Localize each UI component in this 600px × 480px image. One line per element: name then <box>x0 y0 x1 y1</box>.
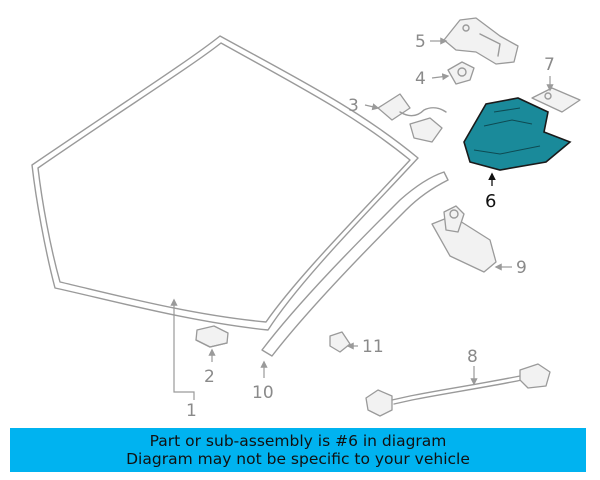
mirror-part <box>431 205 497 273</box>
callout-2: 2 <box>204 348 216 387</box>
callout-4-label: 4 <box>415 69 426 89</box>
callout-3-label: 3 <box>348 96 359 116</box>
callout-2-label: 2 <box>204 367 215 387</box>
callout-8: 8 <box>467 347 478 386</box>
parts-diagram: 1 2 3 4 5 7 <box>31 17 581 421</box>
callout-9-label: 9 <box>516 258 527 278</box>
callout-8-label: 8 <box>467 347 478 367</box>
camera-housing-part <box>463 97 572 171</box>
callout-10: 10 <box>252 360 274 403</box>
info-banner: Part or sub-assembly is #6 in diagram Di… <box>10 428 586 472</box>
retainer-clip-part <box>329 331 351 353</box>
callout-7-label: 7 <box>544 55 555 75</box>
callout-7: 7 <box>544 55 555 92</box>
callout-5: 5 <box>415 32 448 52</box>
callout-5-label: 5 <box>415 32 426 52</box>
callout-11-label: 11 <box>362 337 384 357</box>
cover-plate-part <box>531 87 581 113</box>
callout-1-label: 1 <box>186 401 197 421</box>
callout-1: 1 <box>170 298 197 421</box>
harness-part <box>365 363 551 417</box>
callout-6: 6 <box>485 172 496 212</box>
callout-6-label: 6 <box>485 191 496 212</box>
callout-9: 9 <box>494 258 527 278</box>
sensor-part <box>195 325 229 348</box>
trim-strip-part <box>261 171 449 357</box>
upper-bracket-part <box>443 17 519 65</box>
bracket-part <box>377 93 447 143</box>
windshield-part <box>31 35 419 331</box>
callout-4: 4 <box>415 69 450 89</box>
callout-10-label: 10 <box>252 383 274 403</box>
callout-11: 11 <box>346 337 384 357</box>
callout-3: 3 <box>348 96 380 116</box>
banner-line-2: Diagram may not be specific to your vehi… <box>126 450 470 468</box>
banner-line-1: Part or sub-assembly is #6 in diagram <box>149 432 447 450</box>
clip-part <box>447 61 475 85</box>
